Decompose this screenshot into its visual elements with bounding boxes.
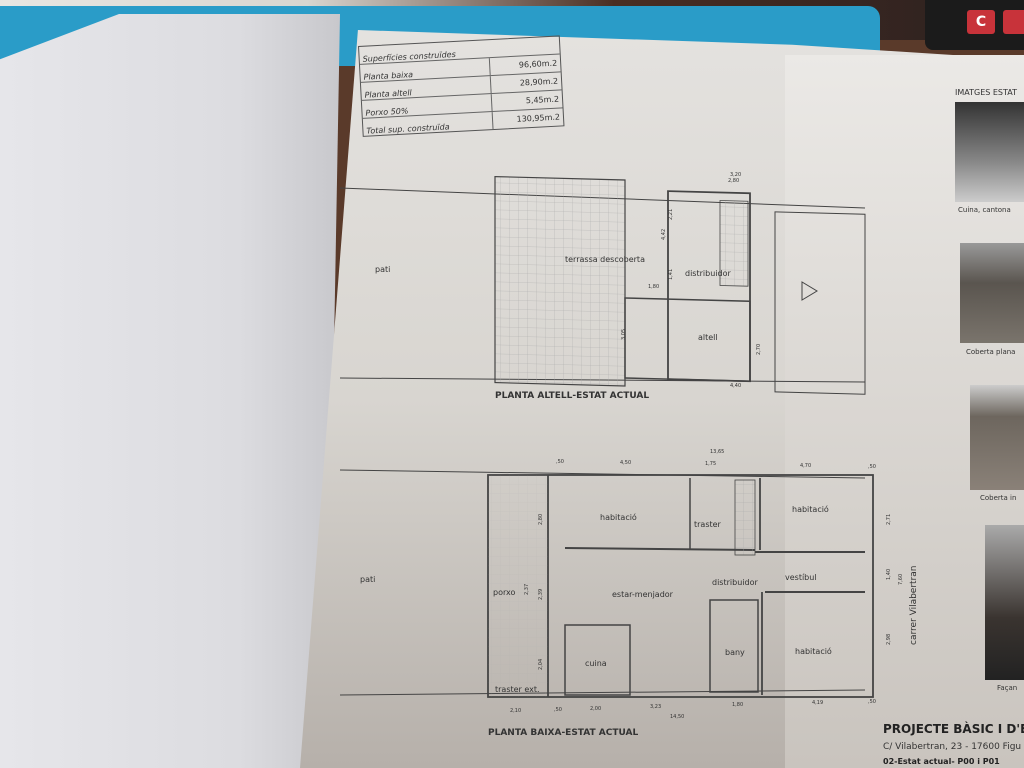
street-label: carrer Vilabertran	[909, 566, 919, 645]
dimension: 2,37	[524, 584, 530, 595]
dimension: 1,80	[648, 284, 659, 290]
dimension: 14,50	[670, 714, 684, 720]
project-title: PROJECTE BÀSIC I D'EX	[883, 722, 1024, 736]
dimension: 2,00	[590, 706, 601, 712]
pati-label: pati	[375, 265, 390, 274]
plan-altell: pati terrassa descoberta distribuidor al…	[339, 172, 866, 401]
photo-flat-roof	[960, 243, 1024, 343]
photos-title: IMATGES ESTAT	[955, 88, 1018, 97]
photo-caption: Cuina, cantona	[958, 206, 1011, 214]
area-value: 130,95m.2	[491, 108, 564, 130]
dimension: 7,60	[898, 574, 904, 585]
room-label: estar-menjador	[612, 590, 674, 599]
dimension: 1,75	[705, 461, 716, 467]
plan-baixa: pati habitació traster habitació porxo e…	[339, 449, 919, 738]
dimension: 3,05	[621, 329, 627, 340]
dimension: 2,71	[886, 514, 892, 525]
dimension: ,50	[556, 459, 564, 465]
plan-title: PLANTA BAIXA-ESTAT ACTUAL	[488, 728, 638, 738]
photo-caption: Coberta in	[980, 494, 1017, 502]
plan-title: PLANTA ALTELL-ESTAT ACTUAL	[495, 391, 649, 401]
dimension: 13,65	[710, 449, 724, 455]
dimension: ,50	[868, 699, 876, 705]
room-label: traster	[694, 520, 722, 529]
dimension: 2,80	[728, 178, 739, 184]
dimension: 2,21	[668, 209, 674, 220]
room-label: habitació	[600, 512, 637, 522]
room-label: habitació	[792, 504, 829, 514]
floor-plans: pati terrassa descoberta distribuidor al…	[339, 172, 919, 738]
dimension: 2,80	[538, 514, 544, 525]
dimension: 4,70	[800, 463, 811, 469]
calculator-key	[1003, 10, 1024, 34]
dimension: 2,10	[510, 708, 521, 714]
room-label: distribuidor	[712, 578, 758, 587]
dimension: 4,40	[730, 383, 741, 389]
room-label: terrassa descoberta	[565, 255, 645, 264]
photo-facade	[985, 525, 1024, 680]
dimension: 3,20	[730, 172, 741, 178]
room-label: vestíbul	[785, 573, 817, 582]
photo-caption: Coberta plana	[966, 348, 1016, 356]
dimension: 1,40	[886, 569, 892, 580]
dimension: 2,98	[886, 634, 892, 645]
dimension: 4,50	[620, 460, 631, 466]
dimension: 2,04	[538, 659, 544, 670]
room-label: altell	[698, 333, 718, 342]
left-blank-page	[0, 14, 340, 768]
dimension: 2,39	[538, 589, 544, 600]
pati-label: pati	[360, 575, 375, 584]
dimension: ,50	[554, 707, 562, 713]
dimension: ,50	[868, 464, 876, 470]
dimension: 4,42	[661, 229, 667, 240]
photo-sloped-roof	[970, 385, 1024, 490]
room-label: habitació	[795, 646, 832, 656]
sheet-label: 02-Estat actual- P00 i P01	[883, 757, 1000, 766]
calculator-clear-key: C	[967, 10, 995, 34]
dimension: 2,70	[756, 344, 762, 355]
photo-kitchen	[955, 102, 1024, 202]
dimension: 1,80	[732, 702, 743, 708]
room-label: bany	[725, 648, 745, 657]
dimension: 4,19	[812, 700, 823, 706]
room-label: cuina	[585, 659, 607, 668]
calculator: C	[925, 0, 1024, 50]
photo-caption: Façan	[997, 684, 1018, 692]
room-label: traster ext.	[495, 685, 540, 694]
room-label: porxo	[493, 588, 516, 597]
project-address: C/ Vilabertran, 23 - 17600 Figu	[883, 742, 1022, 752]
dimension: 3,23	[650, 704, 661, 710]
room-label: distribuidor	[685, 269, 731, 278]
dimension: 1,41	[668, 269, 674, 280]
